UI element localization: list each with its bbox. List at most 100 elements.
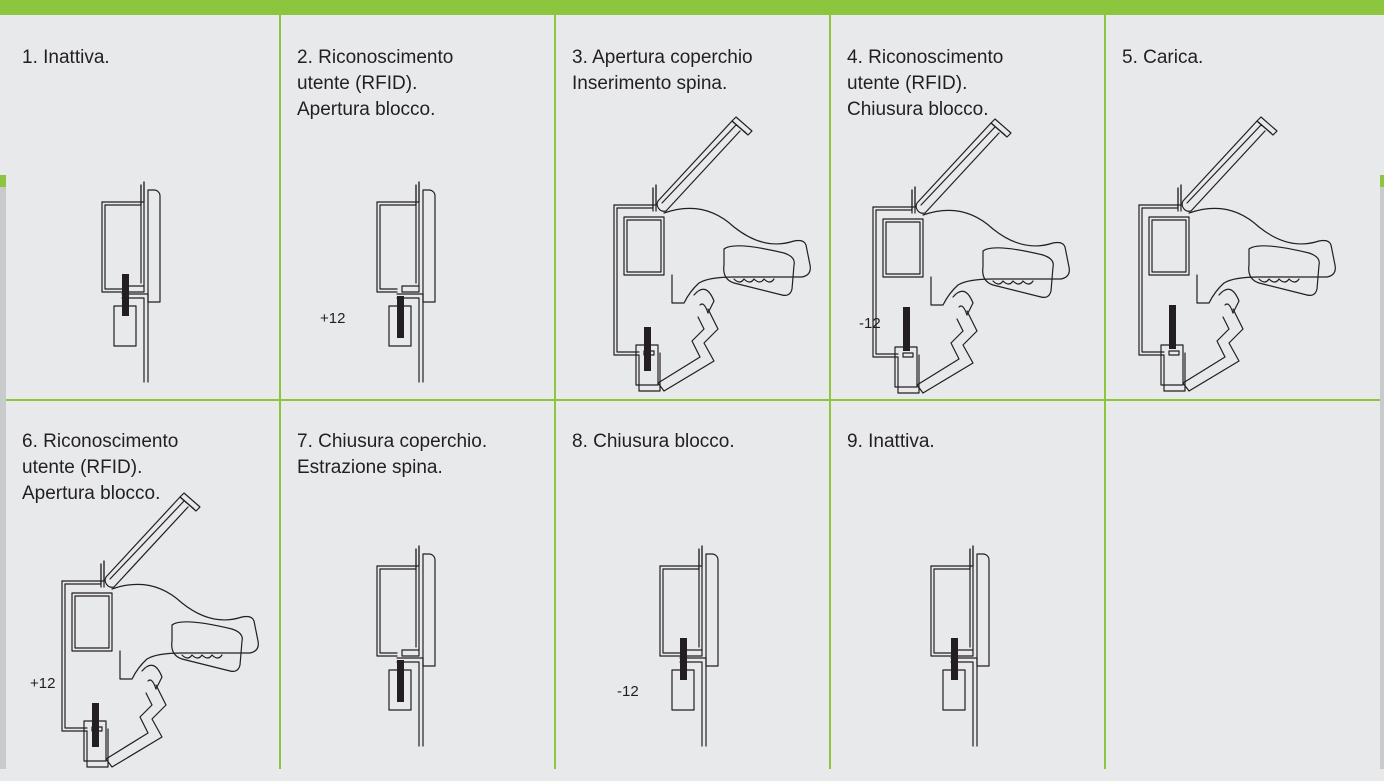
lock-pin: [680, 638, 687, 680]
right-edge-strip: [1380, 175, 1384, 769]
socket-frame-left: [376, 201, 398, 293]
socket-frame-left: [872, 206, 899, 358]
closed-socket: [659, 545, 719, 747]
step-cell-4: 4. Riconoscimento utente (RFID). Chiusur…: [831, 17, 1103, 397]
socket-frame-top: [376, 545, 420, 570]
step-cell-10: [1106, 401, 1378, 781]
plug-trigger: [952, 290, 974, 316]
step-label: 6. Riconoscimento utente (RFID). Apertur…: [22, 431, 179, 504]
plug-trigger: [141, 664, 163, 690]
plug-grip-ridges: [992, 280, 1034, 285]
socket-frame-right: [100, 560, 105, 588]
step-label: 4. Riconoscimento utente (RFID). Chiusur…: [847, 47, 1004, 120]
socket-lid: [976, 553, 990, 667]
step-cell-6: 6. Riconoscimento utente (RFID). Apertur…: [6, 401, 278, 781]
offset-label: -12: [617, 683, 639, 700]
socket-frame-left: [1138, 204, 1165, 356]
lock-pin: [122, 274, 129, 316]
lid-hinge-tab: [1256, 116, 1278, 136]
open-socket: [1138, 116, 1336, 392]
charging-plug-body: [663, 207, 811, 304]
socket-frame-right: [415, 181, 420, 287]
socket-diagram: [376, 545, 436, 747]
lock-pin: [397, 660, 404, 702]
lid-hinge-tab: [731, 116, 753, 136]
open-socket: [61, 492, 259, 768]
step-label: 3. Apertura coperchio Inserimento spina.: [572, 47, 753, 94]
latch-block: [684, 649, 703, 657]
socket-frame-right: [415, 545, 420, 651]
socket-frame-top: [1138, 184, 1182, 209]
plug-cable-arm: [105, 684, 167, 768]
socket-frame-right: [698, 545, 703, 651]
socket-lid: [705, 553, 719, 667]
closed-socket: [376, 181, 436, 383]
step-cell-2: 2. Riconoscimento utente (RFID). Apertur…: [281, 17, 553, 397]
open-lid: [1181, 120, 1272, 212]
step-label: 8. Chiusura blocco.: [572, 431, 735, 452]
closed-socket: [101, 181, 161, 383]
latch-block: [401, 285, 420, 293]
socket-frame-left: [101, 201, 123, 293]
socket-frame-top: [61, 560, 105, 585]
socket-frame-left: [61, 580, 88, 732]
lock-pin: [644, 327, 651, 371]
step-label: 2. Riconoscimento utente (RFID). Apertur…: [297, 47, 454, 120]
plug-grip-ridges: [733, 278, 775, 283]
open-socket: [613, 116, 811, 392]
step-label: 9. Inattiva.: [847, 431, 935, 452]
column-divider: [1104, 15, 1106, 769]
socket-diagram: [1106, 401, 1378, 781]
charging-plug-body: [1188, 207, 1336, 304]
socket-frame-top: [659, 545, 703, 570]
socket-frame-top: [376, 181, 420, 206]
socket-channel: [950, 657, 978, 747]
socket-channel: [396, 657, 424, 747]
latch-block: [401, 649, 420, 657]
charging-plug-body: [922, 209, 1070, 306]
step-cell-5: 5. Carica.: [1106, 17, 1378, 397]
step-label: 1. Inattiva.: [22, 47, 110, 68]
lock-channel: [86, 728, 109, 768]
plug-handle-grip: [171, 621, 243, 672]
lock-channel: [638, 352, 661, 392]
socket-frame-left: [613, 204, 640, 356]
closed-socket: [930, 545, 990, 747]
plug-cable-arm: [657, 308, 719, 392]
step-cell-9: 9. Inattiva.: [831, 401, 1103, 781]
right-edge-accent: [1380, 175, 1384, 187]
socket-frame-right: [140, 181, 145, 287]
socket-diagram: [376, 181, 436, 383]
offset-label: -12: [859, 315, 881, 332]
open-lid: [915, 122, 1006, 214]
offset-label: +12: [30, 675, 56, 692]
step-cell-1: 1. Inattiva.: [6, 17, 278, 397]
step-cell-7: 7. Chiusura coperchio. Estrazione spina.: [281, 401, 553, 781]
socket-frame-right: [652, 184, 657, 212]
socket-frame-right: [969, 545, 974, 651]
socket-channel: [396, 293, 424, 383]
socket-diagram: [930, 545, 990, 747]
socket-frame-top: [101, 181, 145, 206]
step-cell-3: 3. Apertura coperchio Inserimento spina.: [556, 17, 828, 397]
top-green-bar: [0, 0, 1384, 15]
plug-cable-arm: [916, 310, 978, 394]
socket-diagram: [101, 181, 161, 383]
socket-receptacle: [71, 592, 113, 652]
socket-frame-top: [613, 184, 657, 209]
plug-handle-grip: [982, 247, 1054, 298]
lock-pin: [951, 638, 958, 680]
step-cell-8: 8. Chiusura blocco. -12: [556, 401, 828, 781]
closed-socket: [376, 545, 436, 747]
socket-frame-left: [376, 565, 398, 657]
socket-channel: [679, 657, 707, 747]
latch-block: [955, 649, 974, 657]
step-label: 7. Chiusura coperchio. Estrazione spina.: [297, 431, 488, 478]
plug-trigger: [693, 288, 715, 314]
socket-receptacle: [623, 216, 665, 276]
lock-channel: [1163, 352, 1186, 392]
charging-plug-body: [111, 583, 259, 680]
row-divider: [6, 399, 1380, 401]
plug-handle-grip: [1248, 245, 1320, 296]
